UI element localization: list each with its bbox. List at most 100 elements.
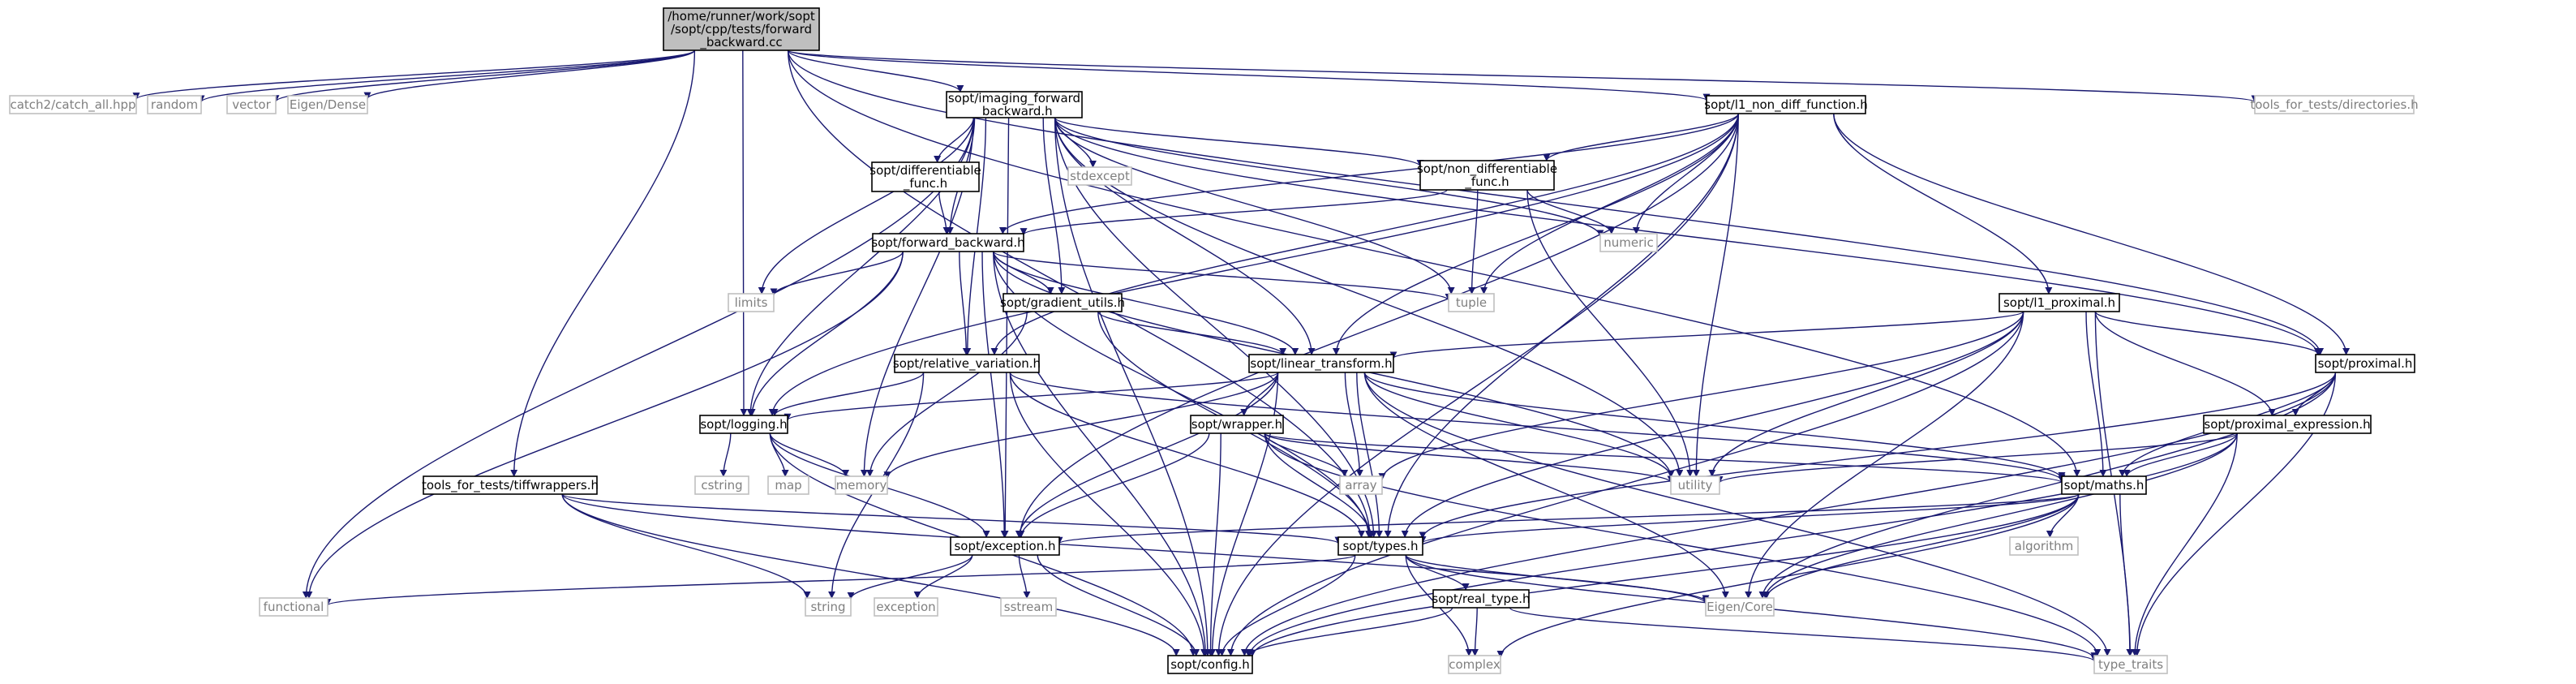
edge-gradient-to-lin_trans xyxy=(1097,311,1287,355)
node-label: vector xyxy=(232,97,271,112)
node-label: Eigen/Dense xyxy=(290,97,366,112)
edge-maths-to-type_traits xyxy=(2119,493,2134,656)
edge-rel_var-to-logging xyxy=(771,372,925,416)
edge-maths-to-types xyxy=(1419,493,2080,544)
node-real-type[interactable]: sopt/real_type.h xyxy=(1432,589,1531,609)
node-wrapper[interactable]: sopt/wrapper.h xyxy=(1190,415,1284,434)
edge-wrapper-to-maths xyxy=(1264,432,2066,484)
edge-proximal-to-type_traits xyxy=(2133,372,2337,656)
node-label: random xyxy=(151,97,198,112)
node-dirs: tools_for_tests/directories.h xyxy=(2250,95,2419,114)
edge-imaging_fb-to-gradient xyxy=(1042,117,1066,295)
edge-l1_ndf-to-exception_h xyxy=(1016,113,1739,538)
edge-root-to-maths xyxy=(787,49,2081,477)
node-memory: memory xyxy=(835,475,888,495)
edge-fb-to-logging xyxy=(748,251,904,416)
edge-l1_prox-to-utility xyxy=(1708,311,2024,477)
node-label: sopt/maths.h xyxy=(2064,478,2145,493)
node-logging[interactable]: sopt/logging.h xyxy=(699,415,788,434)
edge-fb-to-tuple xyxy=(993,251,1453,301)
node-label: /home/runner/work/sopt xyxy=(668,9,815,24)
node-l1-prox[interactable]: sopt/l1_proximal.h xyxy=(1999,293,2120,312)
node-prox-expr[interactable]: sopt/proximal_expression.h xyxy=(2203,415,2372,434)
node-label: sopt/real_type.h xyxy=(1432,592,1530,607)
edge-l1_prox-to-proximal xyxy=(2094,311,2323,355)
edge-root-to-imaging_fb xyxy=(787,49,964,92)
node-gradient[interactable]: sopt/gradient_utils.h xyxy=(1000,293,1125,312)
node-eigen-dense: Eigen/Dense xyxy=(287,95,368,114)
edge-fb-to-functional xyxy=(305,251,904,599)
edge-lin_trans-to-memory xyxy=(883,372,1279,480)
node-cstring: cstring xyxy=(694,475,749,495)
node-maths[interactable]: sopt/maths.h xyxy=(2061,475,2147,495)
edge-lin_trans-to-type_traits xyxy=(1363,372,2111,656)
node-root[interactable]: /home/runner/work/sopt/sopt/cpp/tests/fo… xyxy=(663,7,820,51)
node-fb[interactable]: sopt/forward_backward.h xyxy=(871,233,1025,252)
node-lin-trans[interactable]: sopt/linear_transform.h xyxy=(1248,354,1394,373)
edge-root-to-proximal xyxy=(787,49,2324,355)
node-label: Eigen/Core xyxy=(1707,600,1773,614)
node-array: array xyxy=(1339,475,1383,495)
edge-fb-to-limits xyxy=(770,251,904,296)
edge-real_type-to-config xyxy=(1244,607,1453,656)
node-proximal[interactable]: sopt/proximal.h xyxy=(2315,354,2415,373)
node-tiff[interactable]: tools_for_tests/tiffwrappers.h xyxy=(422,475,599,495)
edge-wrapper-to-config xyxy=(1207,432,1221,656)
edge-root-to-vector xyxy=(272,49,696,103)
node-sstream: sstream xyxy=(1000,597,1057,617)
edge-l1_prox-to-types xyxy=(1401,311,2024,538)
edge-imaging_fb-to-diff_func xyxy=(934,117,975,163)
node-diff-func[interactable]: sopt/differentiable_func.h xyxy=(869,161,981,192)
node-config[interactable]: sopt/config.h xyxy=(1167,655,1253,674)
edge-lin_trans-to-logging xyxy=(784,372,1279,421)
node-label: utility xyxy=(1678,478,1713,493)
node-label: sopt/imaging_forward xyxy=(948,91,1080,106)
node-label: sopt/logging.h xyxy=(700,417,787,432)
edge-root-to-logging xyxy=(740,49,748,416)
node-label: type_traits xyxy=(2098,657,2163,673)
node-label: sopt/gradient_utils.h xyxy=(1000,295,1125,311)
node-label: functional xyxy=(264,600,324,614)
node-limits: limits xyxy=(728,293,775,312)
node-imaging-fb[interactable]: sopt/imaging_forward_backward.h xyxy=(946,91,1083,119)
node-utility: utility xyxy=(1670,475,1720,495)
edge-maths-to-exception_h xyxy=(1055,493,2080,544)
node-complex: complex xyxy=(1448,655,1501,674)
node-label: algorithm xyxy=(2015,539,2073,553)
node-vector: vector xyxy=(226,95,277,114)
edge-maths-to-complex xyxy=(1496,493,2080,658)
node-label: sopt/exception.h xyxy=(954,539,1055,553)
node-types[interactable]: sopt/types.h xyxy=(1337,536,1423,556)
node-nondiff[interactable]: sopt/non_differentiable_func.h xyxy=(1417,160,1557,191)
edge-real_type-to-type_traits xyxy=(1509,607,2098,662)
edge-types-to-eigen_core xyxy=(1405,554,1710,603)
edge-imaging_fb-to-tuple xyxy=(1054,117,1455,295)
edge-types-to-functional xyxy=(324,554,1356,606)
node-label: sopt/non_differentiable xyxy=(1417,161,1557,177)
edge-prox_expr-to-maths xyxy=(2123,432,2238,477)
node-algorithm: algorithm xyxy=(2009,536,2079,556)
edge-gradient-to-memory xyxy=(866,311,1028,477)
node-label: _backward.cc xyxy=(699,35,782,50)
edge-lin_trans-to-array xyxy=(1344,372,1363,477)
edge-imaging_fb-to-limits xyxy=(758,117,975,295)
edge-prox_expr-to-config xyxy=(1246,432,2238,656)
edge-wrapper-to-exception_h xyxy=(1017,432,1210,538)
node-string: string xyxy=(805,597,852,617)
edge-root-to-catch2 xyxy=(132,49,696,101)
node-exception-h[interactable]: sopt/exception.h xyxy=(950,536,1060,556)
edge-maths-to-eigen_core xyxy=(1762,493,2080,599)
node-l1-ndf[interactable]: sopt/l1_non_diff_function.h xyxy=(1704,95,1868,114)
edge-prox_expr-to-eigen_core xyxy=(1762,432,2238,599)
node-rel-var[interactable]: sopt/relative_variation.h xyxy=(893,354,1041,373)
node-label: /sopt/cpp/tests/forward xyxy=(671,22,812,37)
node-label: sopt/wrapper.h xyxy=(1191,417,1282,432)
node-label: map xyxy=(775,478,801,493)
node-label: sopt/proximal_expression.h xyxy=(2204,417,2370,432)
edge-root-to-dirs xyxy=(787,49,2258,103)
edge-l1_prox-to-lin_trans xyxy=(1389,311,2024,359)
edge-root-to-eigen_dense xyxy=(363,49,696,100)
node-label: sopt/relative_variation.h xyxy=(893,356,1041,372)
node-label: memory xyxy=(836,478,887,493)
